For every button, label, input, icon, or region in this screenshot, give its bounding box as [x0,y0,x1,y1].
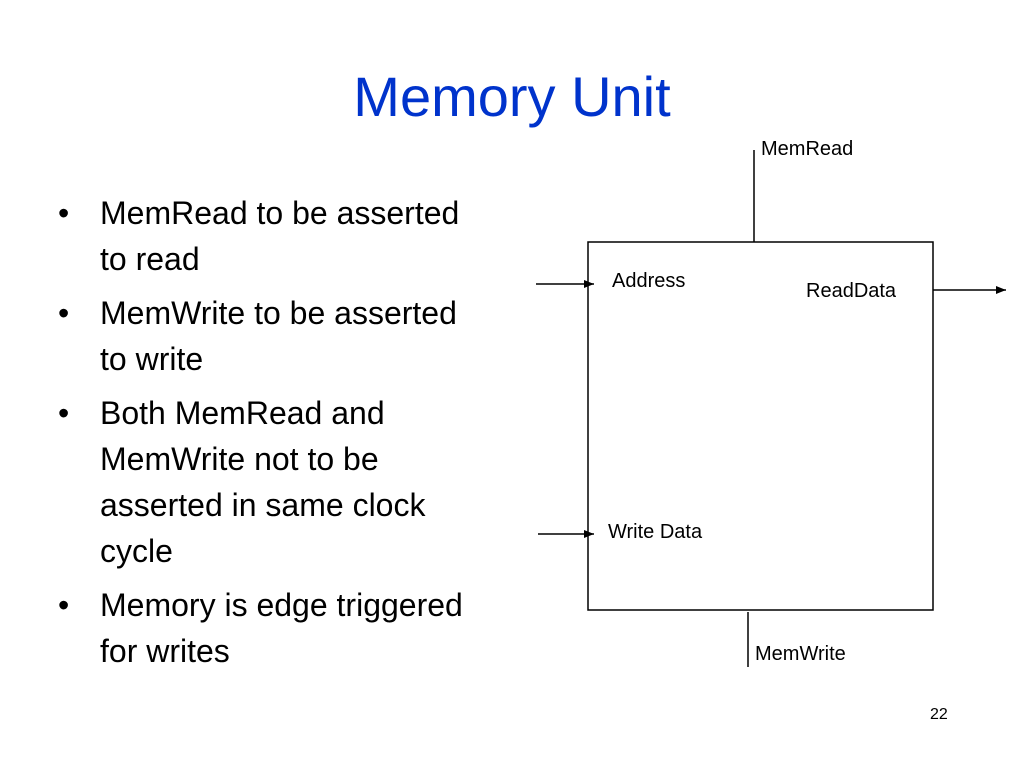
readdata-label: ReadData [806,280,897,302]
bullet-text: Memory is edge triggered for writes [100,587,463,669]
page-number: 22 [930,706,948,723]
memwrite-label: MemWrite [755,643,846,665]
bullet-item: • Memory is edge triggered for writes [58,582,478,674]
memory-block [587,241,934,611]
bullet-item: • MemRead to be asserted to read [58,190,478,282]
bullet-list: • MemRead to be asserted to read • MemWrit… [58,190,478,682]
memread-label: MemRead [761,138,853,160]
bullet-dot-icon: • [58,195,70,231]
bullet-item: • MemWrite to be asserted to write [58,290,478,382]
address-label: Address [612,270,685,292]
slide-title: Memory Unit [353,65,671,128]
bullet-text: MemRead to be asserted to read [100,195,460,277]
bullet-text: Both MemRead and MemWrite not to be asse… [100,395,426,569]
bullet-dot-icon: • [58,395,70,431]
bullet-dot-icon: • [58,295,70,331]
bullet-dot-icon: • [58,587,70,623]
bullet-item: • Both MemRead and MemWrite not to be ass… [58,390,478,574]
bullet-text: MemWrite to be asserted to write [100,295,457,377]
write-data-label: Write Data [608,521,703,543]
